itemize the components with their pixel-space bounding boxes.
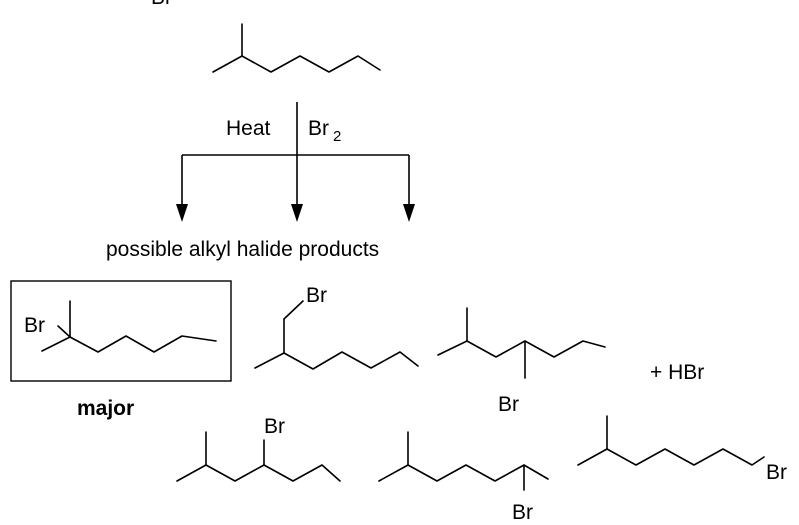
product-5-br-label: Br: [512, 501, 533, 524]
products-heading: possible alkyl halide products: [106, 238, 379, 261]
product-1-br-label: Br: [24, 314, 45, 337]
product-4-chain: [176, 464, 341, 482]
product-3-chain: [437, 340, 606, 358]
reagent-element: Br: [308, 117, 329, 140]
product-5-chain: [378, 464, 549, 482]
top-cropped-label: Br: [151, 0, 172, 9]
arrowhead-right: [403, 204, 415, 222]
reagent-subscript: 2: [333, 128, 341, 145]
starting-material-2-methylhexane: [212, 55, 381, 73]
condition-heat: Heat: [226, 117, 271, 140]
product-2-chain: [254, 351, 419, 370]
arrowhead-left: [176, 204, 188, 222]
reagent-bromine: Br 2: [308, 117, 341, 145]
product-1-chain: [41, 335, 217, 353]
major-product-box: [10, 280, 232, 382]
product-6-br-label: Br: [766, 461, 787, 484]
product-2-ch2br-bond: [283, 300, 304, 320]
product-4-br-label: Br: [264, 415, 285, 438]
product-1-br-bond: [57, 325, 71, 338]
byproduct-hbr: + HBr: [650, 361, 704, 384]
product-2-br-label: Br: [306, 284, 327, 307]
arrowhead-center: [291, 204, 303, 222]
major-label: major: [77, 397, 134, 420]
product-3-br-label: Br: [498, 393, 519, 416]
product-6-chain: [577, 448, 765, 466]
